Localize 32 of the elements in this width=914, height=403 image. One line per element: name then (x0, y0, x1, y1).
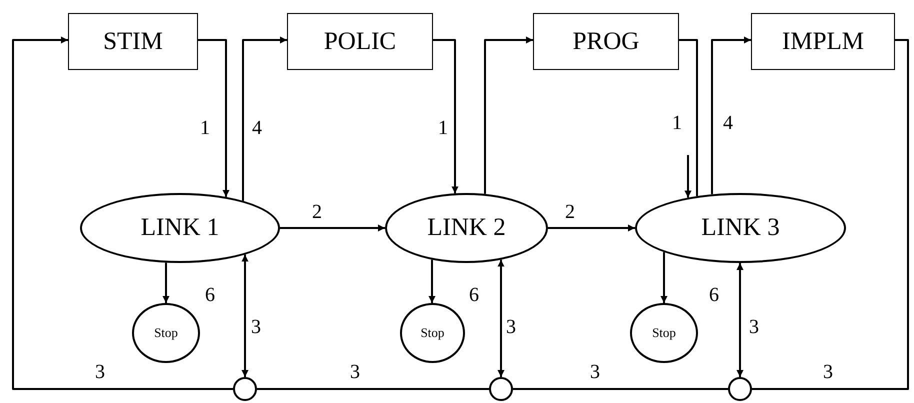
node-text: LINK 2 (427, 214, 506, 242)
node-text: POLIC (324, 28, 396, 56)
arrow (162, 262, 170, 303)
arrow (484, 36, 533, 194)
circle-node (489, 377, 513, 401)
arrow (711, 36, 751, 194)
node-text: PROG (572, 28, 640, 56)
circle-node (233, 377, 257, 401)
arrow (736, 263, 744, 377)
arrow (548, 224, 635, 232)
process-box (287, 13, 433, 70)
arrow (498, 260, 504, 377)
process-box (751, 13, 895, 70)
arrow (428, 260, 436, 303)
arrow (660, 252, 668, 303)
process-box (68, 13, 198, 70)
node-text: Stop (154, 325, 178, 341)
node-text: Stop (652, 325, 676, 341)
process-box (533, 13, 679, 70)
node-text: Stop (420, 325, 444, 341)
arrow (433, 39, 458, 194)
arrow (242, 36, 287, 201)
arrow (684, 155, 692, 198)
arrow (242, 254, 248, 377)
arrow (12, 36, 233, 390)
arrow (198, 39, 230, 197)
arrow (280, 224, 385, 232)
circle-node (728, 377, 752, 401)
node-text: LINK 3 (701, 214, 780, 242)
node-text: STIM (103, 28, 163, 56)
node-text: LINK 1 (140, 214, 220, 242)
node-text: IMPLM (782, 28, 864, 56)
